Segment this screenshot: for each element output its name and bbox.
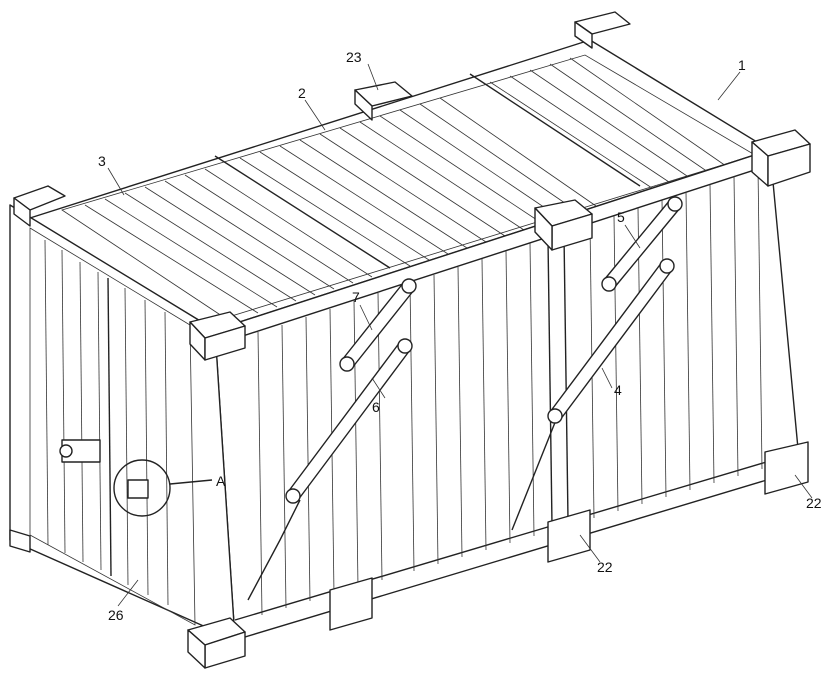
label-7: 7 xyxy=(352,289,360,305)
corner-blocks xyxy=(9,11,811,669)
pivot-icon xyxy=(285,488,301,504)
brace-arms xyxy=(285,196,683,504)
label-3: 3 xyxy=(98,153,106,169)
label-22b: 22 xyxy=(597,559,613,575)
detail-a-circle xyxy=(113,459,171,517)
door-corrugations xyxy=(44,239,169,606)
pivot-icon xyxy=(397,338,413,354)
label-22a: 22 xyxy=(806,495,822,511)
pivot-icon xyxy=(601,276,617,292)
label-4: 4 xyxy=(614,382,622,398)
pivot-icon xyxy=(667,196,683,212)
hinge-pin-icon xyxy=(59,444,73,458)
door-lock xyxy=(127,479,149,499)
label-5: 5 xyxy=(617,209,625,225)
pivot-icon xyxy=(659,258,675,274)
reference-labels: 1 2 3 4 5 6 7 22 22 23 26 A xyxy=(98,49,822,623)
label-1: 1 xyxy=(738,57,746,73)
roof-corrugations xyxy=(84,57,727,314)
label-2: 2 xyxy=(298,85,306,101)
pivot-icon xyxy=(339,356,355,372)
door-end xyxy=(9,204,236,641)
pivot-icon xyxy=(401,278,417,294)
roof xyxy=(29,39,771,331)
leader-lines xyxy=(107,63,813,607)
label-23: 23 xyxy=(346,49,362,65)
label-a: A xyxy=(216,473,226,489)
pivot-icon xyxy=(547,408,563,424)
label-6: 6 xyxy=(372,399,380,415)
side-corrugations xyxy=(257,167,763,616)
label-26: 26 xyxy=(108,607,124,623)
